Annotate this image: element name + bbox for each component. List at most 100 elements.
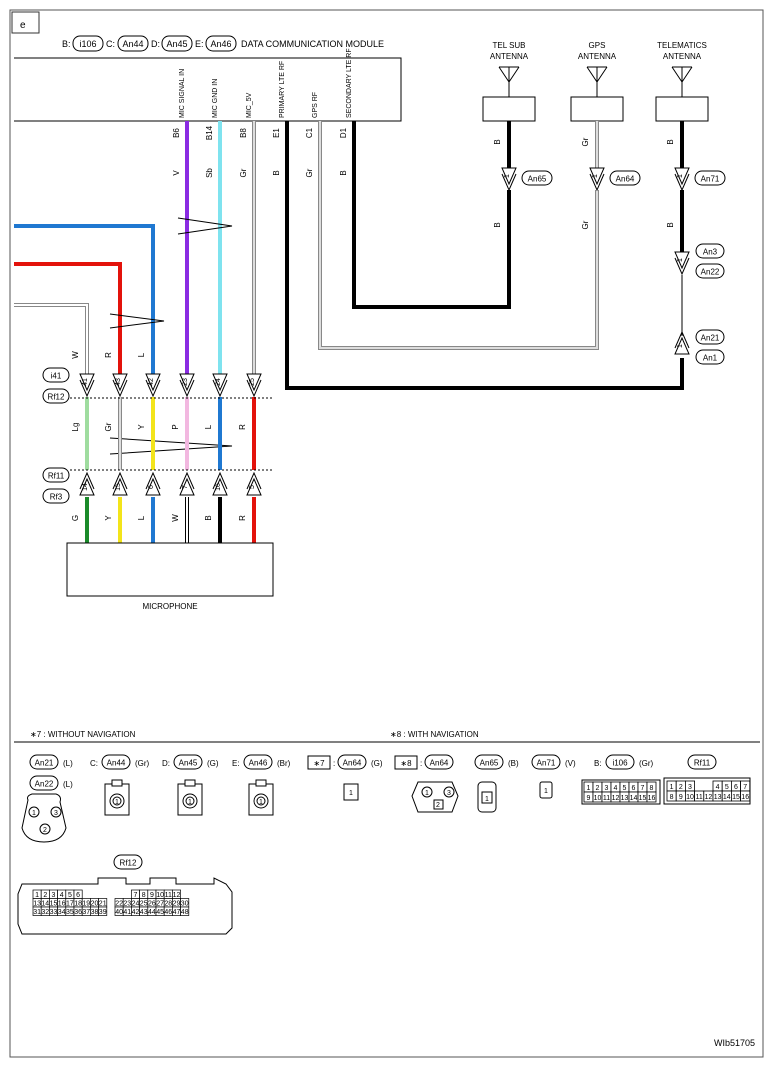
- telematics-conn-3-shape: [674, 336, 690, 355]
- legend-conn-4-oval: [337, 754, 367, 770]
- antenna-name-0-1: ANTENNA: [490, 52, 529, 61]
- face-an46-pin-t: 1: [259, 799, 263, 806]
- module-wire-color-2: Gr: [239, 168, 248, 177]
- face-rf12-r3t-5: 36: [74, 909, 82, 916]
- face-an65-pin: [481, 791, 493, 804]
- face-i106-bt4: 13: [621, 795, 629, 802]
- microphone-label: MICROPHONE: [142, 602, 197, 611]
- antenna-wire-bottom-color-0: B: [493, 222, 502, 227]
- legend-colon-4: :: [333, 759, 335, 768]
- face-an71: [539, 781, 553, 799]
- wire-E1-primary: [285, 121, 684, 390]
- legend-conn-7-oval: [531, 754, 561, 770]
- telematics-conn2-top-oval: [695, 243, 725, 259]
- module-conn-b-oval: [72, 35, 104, 52]
- telematics-conn3-top: An21: [701, 334, 720, 343]
- conn-rf11-pin-5-chevron: [246, 471, 262, 490]
- mid-wire-color-0: Lg: [71, 423, 80, 432]
- legend-conn-4: An64: [343, 759, 362, 768]
- face-rf11-bt4: 12: [705, 794, 713, 801]
- face-an44-key: [111, 779, 123, 787]
- module-conn-c: An44: [122, 39, 143, 49]
- conn-rf11-pin-4: 16: [212, 471, 228, 496]
- upper-wire-color-1: R: [104, 352, 113, 358]
- face-i106-tt4: 5: [623, 785, 627, 792]
- face-rf11-tt6: 5: [725, 784, 729, 791]
- conn-i41-pin-5: 25: [246, 373, 262, 398]
- face-an64b-p2-t: 2: [436, 802, 440, 809]
- antenna-name-2-0: TELEMATICS: [657, 41, 707, 50]
- face-rf12-r2t-10: 22: [115, 901, 123, 908]
- conn-rf11-pin-4-pin: 16: [215, 483, 222, 491]
- face-rf12-r2t-5: 18: [74, 901, 82, 908]
- face-rf12-r3t-1: 32: [41, 909, 49, 916]
- face-i106-bt1: 10: [594, 795, 602, 802]
- face-an64b-p3-t: 3: [447, 790, 451, 797]
- face-an45-pin-t: 1: [188, 799, 192, 806]
- conn-i41-pin-3: 23: [179, 373, 195, 398]
- upper-wire-color-2: L: [137, 352, 146, 357]
- face-an21-pin-3: [50, 806, 62, 818]
- face-an21: [21, 793, 67, 843]
- module-conn-b: i106: [79, 39, 96, 49]
- conn-i41-pin-3-shape: [179, 373, 195, 392]
- conn-i41-pin-2-pin: 42: [148, 378, 155, 386]
- module-title: DATA COMMUNICATION MODULE: [241, 39, 384, 49]
- lower-wire-color-1: Y: [104, 515, 113, 521]
- legend-conn-0: An21: [35, 759, 54, 768]
- face-rf12-r2t-17: 29: [173, 901, 181, 908]
- conn-i41-pin-4-shape: [212, 373, 228, 392]
- face-an45-key: [184, 779, 196, 787]
- conn-rf11-pin-3-pin: 7: [182, 485, 189, 489]
- conn-i41-pin-0-chevron: [79, 379, 95, 398]
- legend-star-4: ∗7: [313, 759, 325, 768]
- face-i106-tt0: 1: [587, 785, 591, 792]
- legend-prefix-8: B:: [594, 759, 602, 768]
- face-rf12-r2t-12: 24: [132, 901, 140, 908]
- telematics-conn3-bottom: An1: [703, 354, 718, 363]
- telematics-conn2-top: An3: [703, 248, 718, 257]
- face-rf11-bt1: 9: [679, 794, 683, 801]
- legend-conn-6: An65: [480, 759, 499, 768]
- face-rf12-r2t-3: 16: [58, 901, 66, 908]
- face-rf12-r2t-1: 14: [41, 901, 49, 908]
- conn-i41-pin-5-pin: 25: [249, 378, 256, 386]
- page-id: e: [20, 20, 26, 31]
- lower-wire-color-2: L: [137, 515, 146, 520]
- antenna-conn-2: 1: [674, 167, 690, 192]
- face-i106-bt3: 12: [612, 795, 620, 802]
- legend-conn-9-oval: [687, 754, 717, 770]
- legend-color-7: (V): [565, 759, 576, 768]
- legend-conn-an22-oval: [29, 775, 59, 791]
- conn-rf11-pin-5-pin: 5: [249, 485, 256, 489]
- face-rf12-r2t-18: 30: [181, 901, 189, 908]
- cut-mark-2: [109, 313, 165, 329]
- legend-conn-1: An44: [107, 759, 126, 768]
- conn-i41-pin-2-shape: [145, 373, 161, 392]
- face-rf11-tt1: 2: [679, 784, 683, 791]
- face-rf11-bt5: 13: [714, 794, 722, 801]
- conn-i41-pin-1-shape: [112, 373, 128, 392]
- face-rf12-r1t-11: 11: [165, 892, 172, 899]
- face-rf12-r2t-0: 13: [33, 901, 41, 908]
- legend-prefix-1: C:: [90, 759, 98, 768]
- conn-i41-label: i41: [51, 372, 62, 381]
- antenna-conn-label-2: An71: [701, 175, 720, 184]
- conn-i41-pin-2: 42: [145, 373, 161, 398]
- conn-rf11-pin-2-chevron: [145, 471, 161, 490]
- antenna-conn-1-chevron: [589, 173, 605, 192]
- face-rf11-tt2: 3: [688, 784, 692, 791]
- mid-wire-color-4: L: [204, 424, 213, 429]
- wire-W-upper-core: [14, 304, 88, 376]
- conn-i41-pin-3-chevron: [179, 379, 195, 398]
- face-rf12-r3t-13: 43: [140, 909, 148, 916]
- antenna-wire-top-color-2: B: [666, 139, 675, 144]
- conn-i41-pin-4: 24: [212, 373, 228, 398]
- module-conn-d: An45: [166, 39, 187, 49]
- antenna-conn-0-pin: 1: [504, 174, 511, 178]
- legend-prefix-3: E:: [232, 759, 240, 768]
- antenna-conn-1: 1: [589, 167, 605, 192]
- conn-rf11-label: Rf11: [48, 472, 65, 481]
- conn-i41-pin-1-chevron: [112, 379, 128, 398]
